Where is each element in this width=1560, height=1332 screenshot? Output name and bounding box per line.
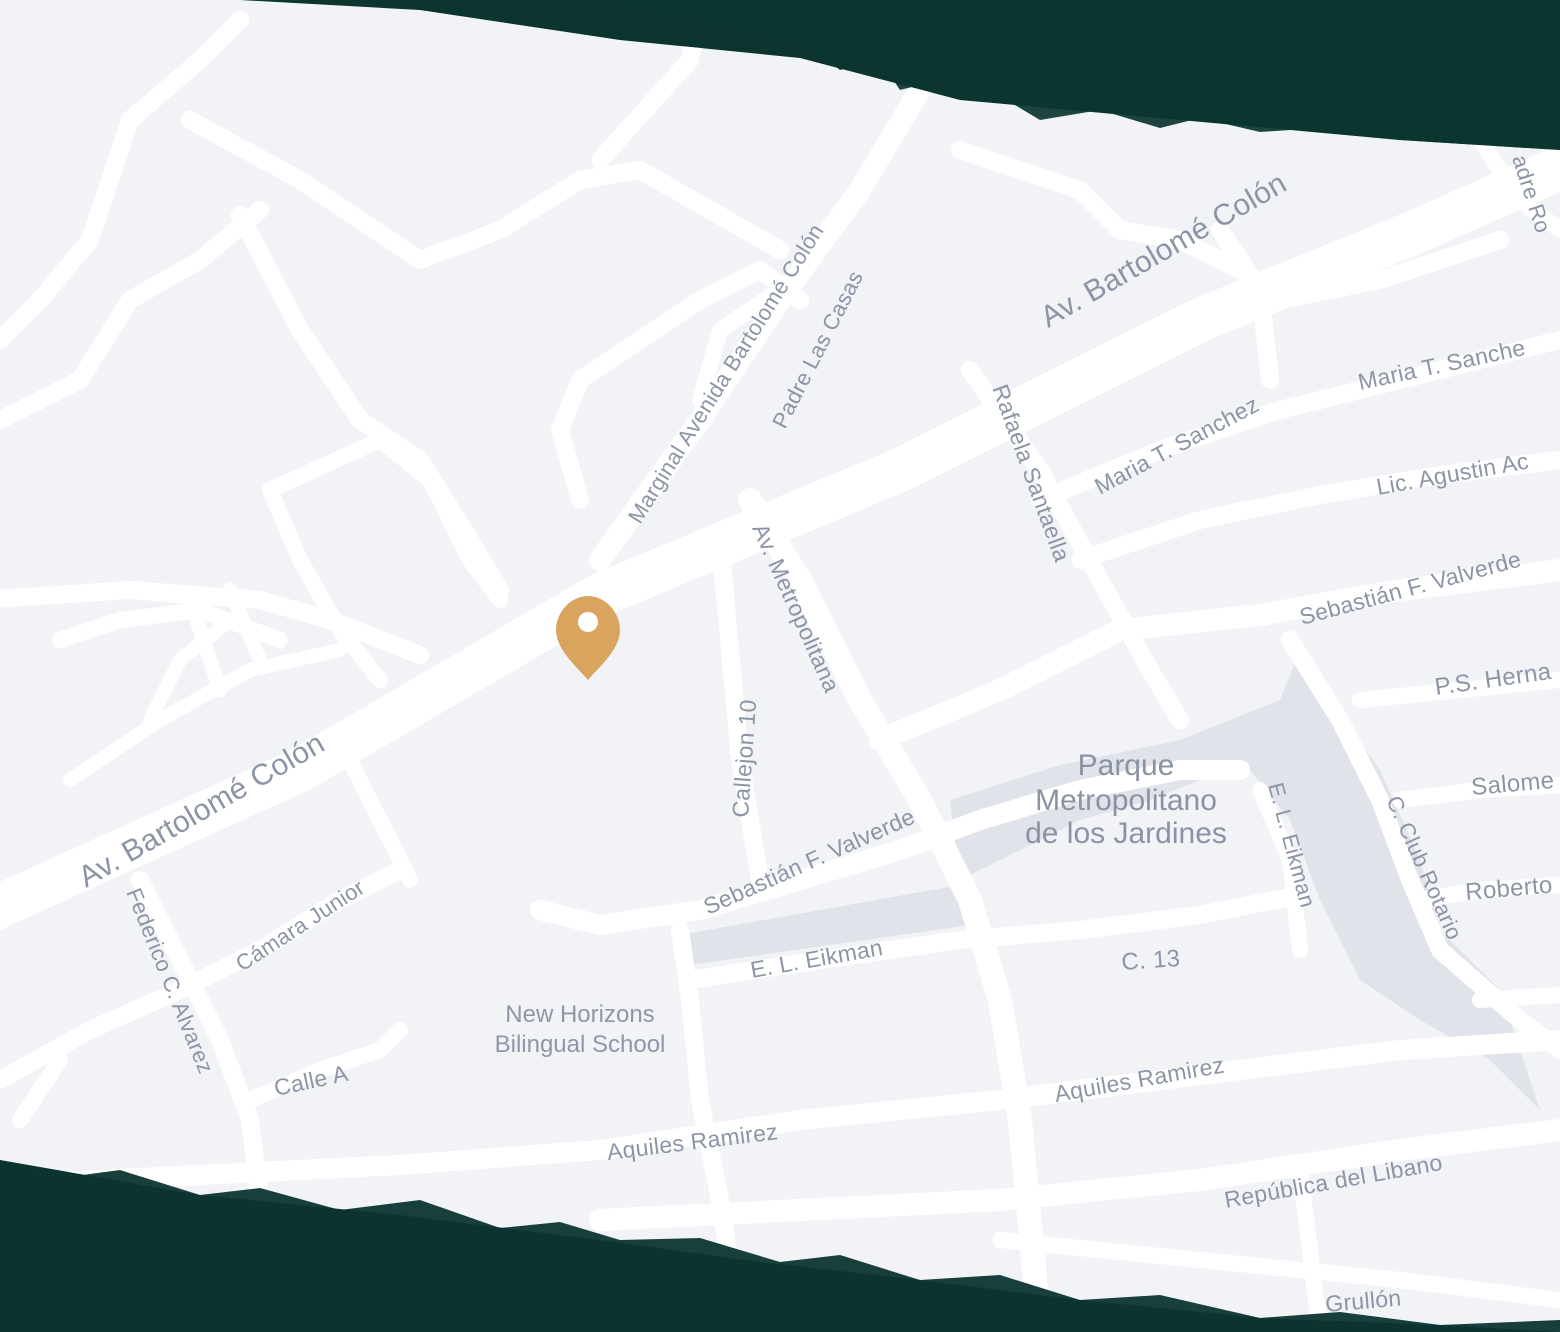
- park-label-line1: Parque: [1078, 749, 1175, 782]
- park-area: [680, 650, 1540, 1110]
- map-pin-icon[interactable]: [556, 596, 620, 680]
- road-sebastian-valverde-right: [869, 559, 1560, 751]
- road-maria-t-sanchez: [1031, 331, 1560, 509]
- school-label-line1: New Horizons: [505, 1001, 654, 1028]
- school-label: New Horizons Bilingual School: [495, 1001, 666, 1058]
- road-av-bartolome-colon: [0, 128, 1560, 937]
- road-callejon-10: [711, 531, 769, 889]
- road-el-eikman: [681, 886, 1309, 989]
- school-label-line2: Bilingual School: [495, 1031, 666, 1058]
- road-rafaela-santaella: [961, 361, 1189, 729]
- road-camara-junior: [0, 861, 409, 1089]
- road-lic-agustin: [1071, 451, 1560, 569]
- pin-center-dot: [578, 612, 598, 632]
- road-upper-left: [0, 581, 429, 664]
- road-republica-libano: [589, 1119, 1560, 1231]
- road-c-club-rotario: [1281, 631, 1560, 1059]
- road-calle-a: [242, 1022, 408, 1108]
- label-c-13: C. 13: [1121, 945, 1182, 976]
- road-federico-alvarez: [131, 871, 269, 1209]
- park-label-line2: Metropolitano: [1035, 784, 1217, 817]
- road-aquiles-ramirez: [0, 1030, 1560, 1195]
- park-label: Parque Metropolitano de los Jardines: [1025, 749, 1227, 850]
- road-sebastian-valverde-left: [530, 760, 1250, 935]
- park-label-line3: de los Jardines: [1025, 817, 1227, 850]
